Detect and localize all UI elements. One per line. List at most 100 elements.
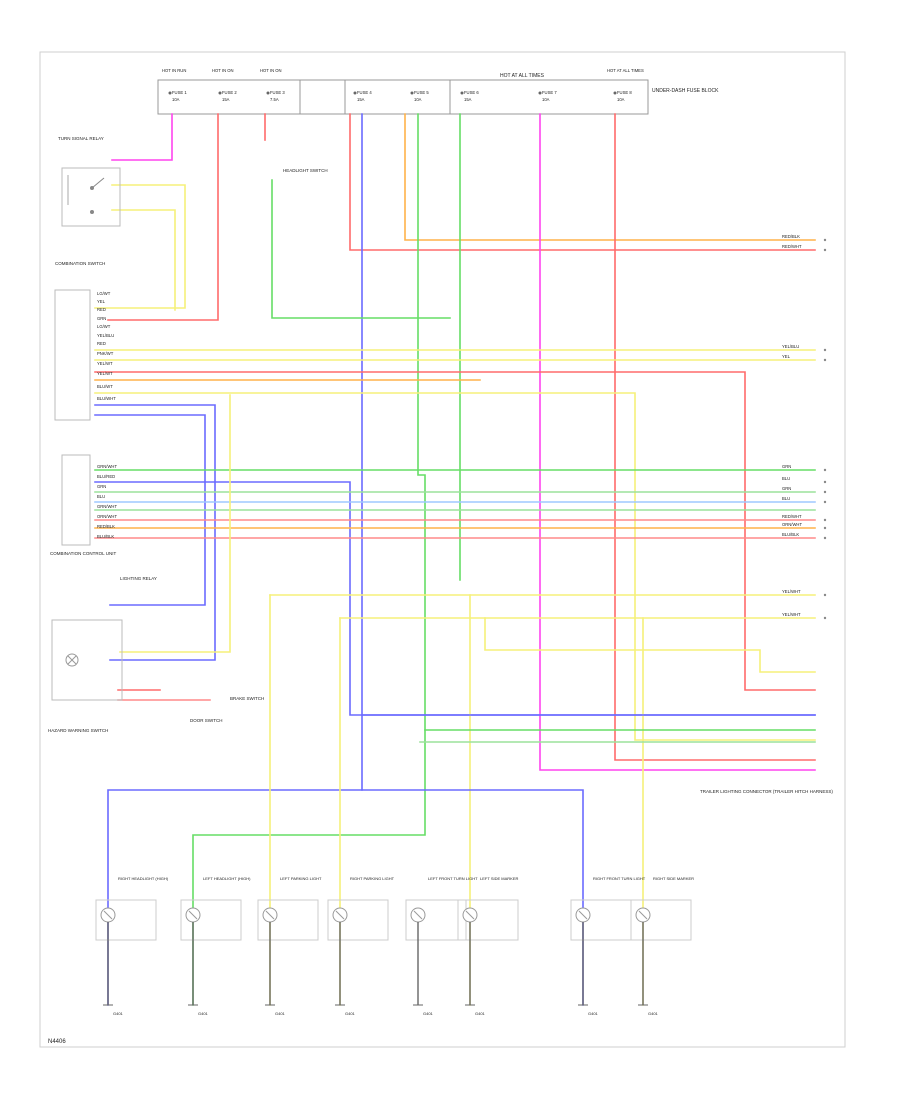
wire-blue <box>94 404 216 661</box>
fuse-name: FUSE 3 <box>270 90 285 95</box>
fuse-rating: 15A <box>464 97 472 102</box>
diagram-frame <box>39 51 846 1048</box>
door-switch-label: DOOR SWITCH <box>190 718 223 723</box>
wire-tag-label: BLU/BLK <box>782 532 799 537</box>
fuse-rating: 15A <box>222 97 230 102</box>
ground-label: G401 <box>648 1011 659 1016</box>
filament-icon <box>265 910 275 920</box>
lamp-assembly: LEFT PARKING LIGHT G401 <box>257 876 322 1016</box>
wire-pink <box>539 113 816 771</box>
left-components: TURN SIGNAL RELAY COMBINATION SWITCH COM… <box>48 136 328 733</box>
lamp-label: RIGHT PARKING LIGHT <box>350 876 395 881</box>
connector-pin-icon <box>823 358 827 362</box>
lamp-assembly: LEFT HEADLIGHT (HIGH)G401 <box>180 876 251 1016</box>
wire-tag-label: YEL/WHT <box>782 612 801 617</box>
harness-wire-label: YEL/BLU <box>97 333 114 338</box>
filament-icon <box>413 910 423 920</box>
fuse-terminal-icon <box>460 91 464 95</box>
harness-wire-label: BLU/WHT <box>97 396 116 401</box>
connector-pin-icon <box>823 593 827 597</box>
harness-wire-label: BLU <box>97 494 105 499</box>
trailer-connector-label: TRAILER LIGHTING CONNECTOR (TRAILER HITC… <box>700 789 833 794</box>
lamp-housing <box>457 899 519 941</box>
wire-yellow <box>111 209 176 311</box>
wire-yellow <box>94 184 186 309</box>
harness-wire-label: YEL/WT <box>97 371 113 376</box>
fuse-header: HOT IN ON <box>260 68 282 73</box>
fuse-block: HOT AT ALL TIMES UNDER-DASH FUSE BLOCK <box>157 73 719 115</box>
lamp-housing <box>327 899 389 941</box>
connector-pin-icon <box>823 248 827 252</box>
combination-switch <box>54 289 91 421</box>
connector-pin-icon <box>823 526 827 530</box>
harness-wire-label: PNK/WT <box>97 351 114 356</box>
lighting-relay-label: LIGHTING RELAY <box>120 576 157 581</box>
combination-switch-label: COMBINATION SWITCH <box>55 261 105 266</box>
wire-green <box>192 113 426 1006</box>
wire-tag-label: RED/WHT <box>782 244 802 249</box>
lamp-label: RIGHT FRONT TURN LIGHT <box>593 876 646 881</box>
lamp-housing <box>180 899 242 941</box>
harness-wire-label: GRN <box>97 484 106 489</box>
wire-tag-label: ORN/WHT <box>782 522 802 527</box>
fuse-name: FUSE 1 <box>172 90 187 95</box>
wire-tag-label: BLU <box>782 476 790 481</box>
hazard-lamp-icon <box>65 653 79 667</box>
wire-tag-label: YEL/BLU <box>782 344 799 349</box>
harness-wire-label: BLU/BLK <box>97 534 114 539</box>
wire-yellow <box>484 617 816 673</box>
fuse-terminal-icon <box>410 91 414 95</box>
combination-control-unit <box>61 454 91 546</box>
turn-signal-relay-label: TURN SIGNAL RELAY <box>58 136 104 141</box>
wire-tag-label: YEL/WHT <box>782 589 801 594</box>
connector-pin-icon <box>823 238 827 242</box>
harness-wire-label: RED <box>97 341 106 346</box>
lamp-label: LEFT PARKING LIGHT <box>280 876 322 881</box>
fuse-rating: 10A <box>414 97 422 102</box>
lamp-label: LEFT HEADLIGHT (HIGH) <box>203 876 251 881</box>
ground-label: G401 <box>275 1011 286 1016</box>
connector-pin-icon <box>823 480 827 484</box>
wire-red <box>94 371 816 691</box>
wire-blue <box>107 113 363 1006</box>
ground-label: G401 <box>475 1011 486 1016</box>
wire-blue <box>361 789 584 1006</box>
fuse-rating: 15A <box>357 97 365 102</box>
wire-red <box>614 113 816 761</box>
fuse-name: FUSE 2 <box>222 90 237 95</box>
wire-red <box>349 113 816 251</box>
hazard-warning-switch <box>51 619 123 701</box>
fuse-header: HOT IN RUN <box>162 68 186 73</box>
wire-tag-label: RED/BLK <box>782 234 800 239</box>
connector-pin-icon <box>823 348 827 352</box>
fuse-block-title: HOT AT ALL TIMES <box>500 73 545 79</box>
fuse-terminal-icon <box>168 91 172 95</box>
lamp-label: LEFT FRONT TURN LIGHT <box>428 876 478 881</box>
harness-wire-label: GRN/WHT <box>97 504 117 509</box>
fuse-terminal-icon <box>538 91 542 95</box>
wire-tag-label: BLU <box>782 496 790 501</box>
turn-signal-relay <box>61 167 121 227</box>
harness-wire-label: BLU/RED <box>97 474 115 479</box>
fuse-name: FUSE 7 <box>542 90 557 95</box>
fuse-name: FUSE 8 <box>617 90 632 95</box>
connector-pin-icon <box>823 518 827 522</box>
connector-pin-icon <box>823 536 827 540</box>
lamp-assembly: RIGHT PARKING LIGHT G401 <box>327 876 395 1016</box>
wire-tag-label: RED/WHT <box>782 514 802 519</box>
brake-switch-label: BRAKE SWITCH <box>230 696 264 701</box>
ground-label: G401 <box>113 1011 124 1016</box>
fuse-terminal-icon <box>218 91 222 95</box>
fuse-block-right-label: UNDER-DASH FUSE BLOCK <box>652 88 719 94</box>
harness-wire-label: RED/BLK <box>97 524 115 529</box>
fuse-terminal-icon <box>353 91 357 95</box>
connector-pin-icon <box>823 616 827 620</box>
wire-pink <box>111 113 173 161</box>
fuse-terminal-icon <box>266 91 270 95</box>
wire-red <box>107 113 219 321</box>
filament-icon <box>335 910 345 920</box>
ground-label: G401 <box>345 1011 356 1016</box>
